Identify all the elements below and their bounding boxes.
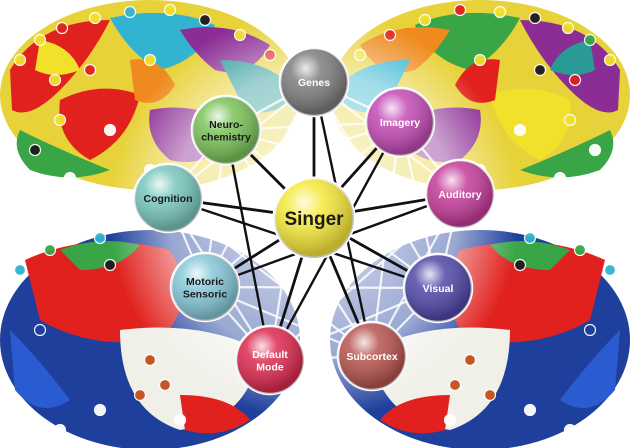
- electrode-dot: [513, 123, 527, 137]
- node-visual: Visual: [402, 252, 474, 324]
- electrode-dot: [483, 388, 497, 402]
- node-highlight: [192, 96, 260, 164]
- network-edge-thin: [313, 81, 439, 289]
- electrode-dot: [603, 53, 617, 67]
- node-label: Neuro-: [209, 119, 243, 131]
- node-label: Mode: [256, 361, 284, 373]
- electrode-dot: [553, 171, 567, 185]
- electrode-dot: [513, 258, 527, 272]
- node-cognition: Cognition: [132, 162, 204, 234]
- node-highlight: [426, 160, 494, 228]
- electrode-dot: [33, 323, 47, 337]
- node-auditory: Auditory: [424, 158, 496, 230]
- electrode-dot: [83, 63, 97, 77]
- electrode-dot: [143, 53, 157, 67]
- node-label: Imagery: [380, 117, 420, 129]
- node-highlight: [404, 254, 472, 322]
- network-edge-thin: [370, 121, 402, 357]
- electrode-dot: [443, 413, 457, 427]
- node-highlight: [134, 164, 202, 232]
- electrode-dot: [43, 243, 57, 257]
- electrode-dot: [55, 21, 69, 35]
- electrode-dot: [453, 3, 467, 17]
- network-edge-thin: [225, 128, 461, 196]
- node-center: Singer: [272, 176, 356, 260]
- electrode-dot: [568, 73, 582, 87]
- electrode-dot: [103, 123, 117, 137]
- node-label: Auditory: [438, 189, 481, 201]
- node-neurochemistry: Neuro-chemistry: [190, 94, 262, 166]
- node-highlight: [280, 48, 348, 116]
- node-highlight: [366, 88, 434, 156]
- electrode-dot: [33, 33, 47, 47]
- electrode-dot: [158, 378, 172, 392]
- electrode-dot: [103, 258, 117, 272]
- electrode-dot: [53, 113, 67, 127]
- electrode-dot: [93, 231, 107, 245]
- electrode-dot: [28, 143, 42, 157]
- network-edge-link: [224, 129, 272, 361]
- electrode-dot: [133, 388, 147, 402]
- electrode-dot: [163, 3, 177, 17]
- electrode-dot: [563, 423, 577, 437]
- center-label: Singer: [284, 209, 344, 230]
- electrode-dot: [523, 403, 537, 417]
- network-edge-thin: [167, 197, 373, 357]
- node-label: Default: [252, 349, 288, 361]
- electrode-dot: [63, 171, 77, 185]
- electrode-dot: [88, 11, 102, 25]
- electrode-dot: [573, 243, 587, 257]
- electrode-dot: [93, 403, 107, 417]
- electrode-dot: [533, 63, 547, 77]
- electrode-dot: [463, 353, 477, 367]
- electrode-dot: [603, 263, 617, 277]
- node-label: Motoric: [186, 276, 224, 288]
- electrode-dot: [528, 11, 542, 25]
- node-highlight: [236, 326, 304, 394]
- network-edge-thin: [167, 120, 401, 200]
- node-label: Sensoric: [183, 288, 228, 300]
- electrode-dot: [523, 231, 537, 245]
- electrode-dot: [198, 13, 212, 27]
- node-imagery: Imagery: [364, 86, 436, 158]
- electrode-dot: [493, 5, 507, 19]
- electrode-dot: [583, 323, 597, 337]
- node-highlight: [171, 253, 239, 321]
- node-label: chemistry: [201, 131, 251, 143]
- node-label: Visual: [423, 283, 454, 295]
- node-label: Cognition: [144, 193, 193, 205]
- node-label: Genes: [298, 77, 330, 89]
- network-edge-thin: [269, 193, 461, 361]
- electrode-dot: [418, 13, 432, 27]
- electrode-dot: [173, 413, 187, 427]
- electrode-dot: [473, 53, 487, 67]
- node-highlight: [338, 322, 406, 390]
- node-label: Subcortex: [346, 351, 398, 363]
- electrode-dot: [588, 143, 602, 157]
- electrode-dot: [48, 73, 62, 87]
- electrode-dot: [13, 263, 27, 277]
- network-edge-thin: [204, 285, 439, 290]
- electrode-dot: [53, 423, 67, 437]
- electrode-dot: [563, 113, 577, 127]
- electrode-dot: [561, 21, 575, 35]
- node-genes: Genes: [278, 46, 350, 118]
- network-edge-thin: [204, 81, 315, 288]
- electrode-dot: [583, 33, 597, 47]
- electrode-dot: [123, 5, 137, 19]
- electrode-dot: [13, 53, 27, 67]
- electrode-dot: [448, 378, 462, 392]
- electrode-dot: [143, 353, 157, 367]
- center-highlight: [274, 178, 354, 258]
- node-subcortex: Subcortex: [336, 320, 408, 392]
